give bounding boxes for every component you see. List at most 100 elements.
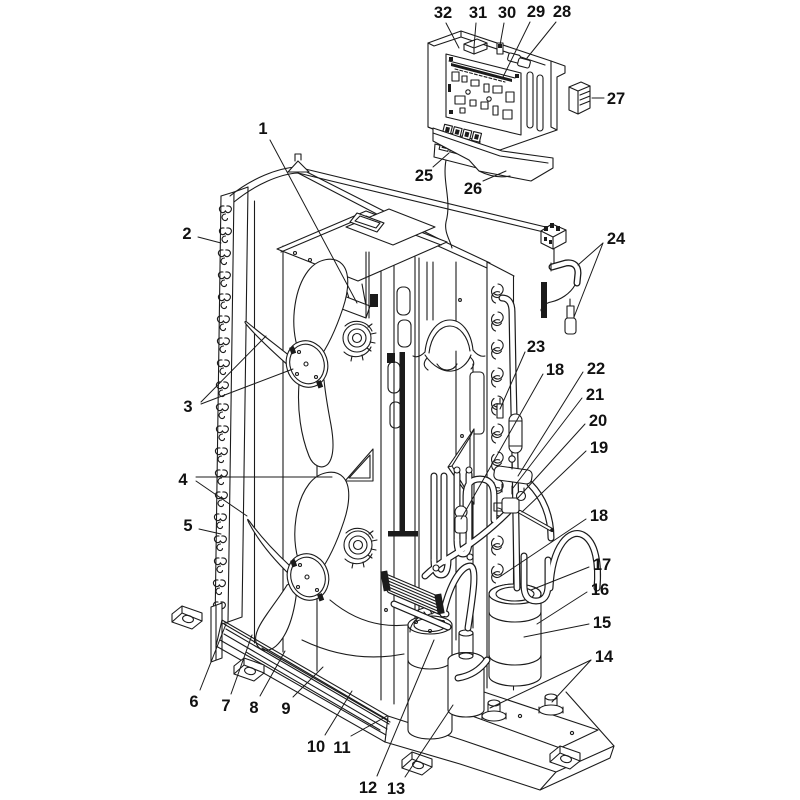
loop-pattern-shape-11 (490, 563, 504, 584)
part-label-18-17: 18 (590, 507, 608, 525)
terminal-blocks-shape-9 (474, 133, 480, 140)
base-pan-shape-4 (223, 623, 389, 721)
leader-line-11 (350, 715, 388, 737)
accumulator-cylinder-shape-3 (488, 611, 542, 623)
piping-shape-18 (521, 553, 551, 604)
piping-shape-17 (440, 563, 477, 631)
fan-lower-blade-bottom (255, 583, 297, 651)
part-label-27-27: 27 (607, 90, 625, 108)
part-label-11-10: 11 (333, 739, 350, 757)
part-label-26-26: 26 (464, 180, 482, 198)
leader-line-15 (523, 623, 590, 638)
fan-propeller-upper-shape-3 (296, 349, 302, 355)
cabinet-frame-shape-5 (287, 153, 310, 173)
fan-propeller-upper-shape-7 (316, 380, 324, 389)
cover-plate (432, 127, 554, 182)
valve-cluster (454, 397, 533, 534)
valve-cluster-shape-1 (493, 465, 533, 485)
base-pan-shape-17 (245, 651, 381, 731)
accumulator-cylinder-shape-4 (488, 654, 542, 666)
pcb-shape-9 (492, 85, 503, 94)
fan-motor-lower (343, 527, 378, 569)
part-label-7-6: 7 (221, 697, 230, 715)
mounting-feet-shape-1 (171, 605, 203, 630)
reactor-box-shape-2 (568, 85, 591, 115)
compressor (407, 603, 453, 740)
piping-shape-21 (431, 473, 447, 565)
mounting-feet-shape-3 (401, 751, 433, 776)
fan-motor-upper-shape-6 (366, 323, 377, 352)
pcb-shape-10 (505, 91, 515, 103)
valve-cluster-shape-2 (501, 461, 525, 497)
left-coil-fins-shape-3 (220, 191, 235, 197)
pcb-shape-17 (465, 89, 471, 95)
part-label-8-7: 8 (249, 699, 258, 717)
piping-shape-33 (508, 413, 523, 454)
part-label-5-4: 5 (183, 517, 192, 535)
piping-shape-26 (454, 537, 472, 557)
pcb-shape-11 (454, 95, 466, 105)
pcb (445, 53, 522, 136)
electrical-box (427, 30, 566, 152)
leader-line-28 (526, 21, 557, 59)
leader-line-12 (376, 639, 435, 777)
leader-line-18 (460, 373, 544, 520)
piping-shape-28 (455, 657, 490, 681)
fan-motor-lower-shape-7 (351, 561, 365, 569)
top-plate-shape-6 (292, 250, 298, 256)
fin-pattern-shape-2 (218, 227, 232, 244)
pcb-shape-22 (448, 84, 451, 92)
leader-line-4 (195, 480, 248, 517)
pcb-shape-19 (449, 57, 453, 61)
leader-line-19 (521, 450, 587, 513)
piping-shape-20 (422, 509, 511, 579)
fan-propeller-upper-shape-4 (294, 371, 300, 377)
piping-shape-24 (391, 601, 451, 630)
cabinet-frame-shape-27 (348, 454, 371, 479)
cabinet-frame-shape-24 (387, 353, 395, 363)
leader-line-25 (432, 152, 450, 168)
bellmouth-duct-shape-1 (426, 261, 434, 321)
cabinet-frame-shape-17 (396, 286, 411, 316)
part-label-15-14: 15 (593, 614, 611, 632)
part-label-3-2: 3 (183, 398, 192, 416)
lower-shroud (301, 599, 416, 658)
sensor-parts-shape-9 (549, 260, 581, 286)
bellmouth-duct-shape-4 (412, 349, 486, 358)
pcb-shape-8 (483, 83, 490, 93)
fan-motor-lower-shape-2 (348, 535, 368, 555)
piping (387, 295, 600, 681)
cabinet-frame-shape-4 (297, 172, 553, 235)
fan-propeller-upper (244, 258, 349, 468)
leader-line-9 (292, 666, 324, 698)
base-pan (210, 602, 615, 791)
part-label-10-9: 10 (307, 738, 325, 756)
compressor-grommets-shape-6 (481, 710, 507, 722)
fan-propeller-lower-shape-3 (297, 562, 303, 568)
valve-cluster-shape-5 (493, 502, 503, 512)
fan-motor-lower-shape-4 (345, 527, 374, 539)
part-label-30-30: 30 (498, 4, 516, 22)
part-label-19-18: 19 (590, 439, 608, 457)
base-pan-shape-16 (569, 730, 575, 736)
reactor-box-shape-3 (579, 90, 591, 106)
leader-line-29 (501, 21, 531, 80)
leader-line-14 (551, 659, 592, 703)
cabinet-frame-shape-16 (469, 371, 485, 435)
pcb-shape-18 (486, 96, 492, 102)
sensor-parts-shape-14 (564, 317, 577, 335)
cabinet-frame-shape-25 (370, 294, 378, 307)
cabinet-frame-shape-18 (397, 319, 412, 348)
sensor-parts-shape-2 (540, 229, 567, 250)
pcb-shape-5 (451, 71, 460, 82)
piping-shape-36 (519, 511, 553, 531)
bellmouth-duct-shape-2 (424, 319, 474, 353)
muffler-block-shape-3 (380, 570, 391, 592)
pcb-shape-13 (480, 101, 489, 110)
loop-pattern-shape-2 (490, 311, 504, 332)
fan-motor-upper-shape-1 (342, 323, 372, 353)
left-coil-fins-shape-5 (227, 186, 249, 623)
sensor-parts-shape-7 (549, 240, 552, 244)
receiver-cylinder-shape-3 (458, 632, 474, 656)
